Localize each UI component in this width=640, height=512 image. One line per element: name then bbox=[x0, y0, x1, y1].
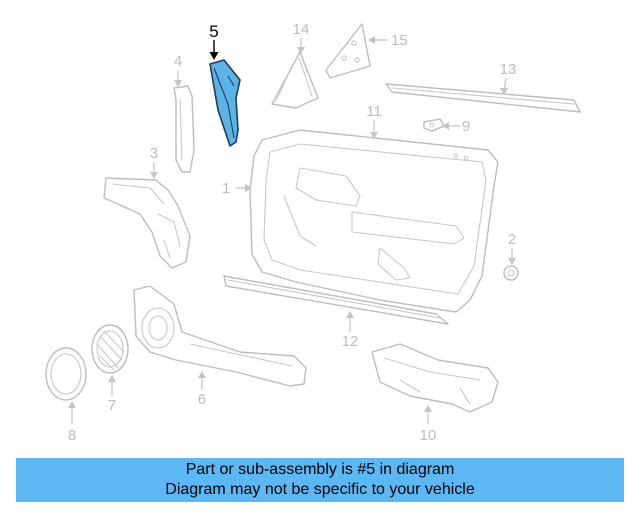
callout-6: 6 bbox=[198, 391, 206, 408]
part-4-handle-trim bbox=[173, 85, 195, 173]
part-10-lower-bracket bbox=[371, 343, 499, 413]
part-12-seal-strip bbox=[223, 275, 449, 325]
part-9-clip bbox=[423, 118, 445, 132]
banner-part-line: Part or sub-assembly is #5 in diagram bbox=[185, 461, 455, 478]
part-15-bracket bbox=[325, 23, 371, 79]
callout-4: 4 bbox=[174, 53, 182, 70]
callout-15: 15 bbox=[391, 32, 408, 49]
leader-lines bbox=[68, 36, 516, 424]
part-14-mirror-cover bbox=[271, 51, 319, 109]
callout-9: 9 bbox=[462, 118, 470, 135]
banner-disclaimer-line: Diagram may not be specific to your vehi… bbox=[165, 481, 475, 498]
part-8-speaker-ring bbox=[45, 347, 87, 401]
callout-14: 14 bbox=[293, 21, 310, 38]
callout-10: 10 bbox=[420, 427, 437, 444]
callout-1: 1 bbox=[222, 180, 230, 197]
part-7-speaker-grille bbox=[91, 324, 129, 374]
callout-8: 8 bbox=[68, 427, 76, 444]
callout-5-highlighted: 5 bbox=[209, 22, 218, 41]
callout-2: 2 bbox=[508, 231, 516, 248]
door-panel-exploded-diagram: 14 15 13 11 9 4 5 3 1 2 12 6 7 8 10 bbox=[45, 21, 581, 444]
callout-11: 11 bbox=[366, 103, 382, 120]
part-2-push-clip bbox=[503, 265, 519, 281]
callout-3: 3 bbox=[150, 145, 158, 162]
callout-labels: 14 15 13 11 9 4 5 3 1 2 12 6 7 8 10 bbox=[68, 21, 517, 444]
part-6-armrest-speaker-housing bbox=[133, 285, 307, 387]
info-banner: Part or sub-assembly is #5 in diagram Di… bbox=[16, 458, 624, 502]
part-11-door-panel bbox=[249, 129, 499, 313]
part-3-handle-bracket bbox=[103, 177, 191, 269]
callout-13: 13 bbox=[500, 61, 517, 78]
part-5-handle-cover-highlighted bbox=[209, 59, 241, 147]
callout-12: 12 bbox=[342, 333, 359, 350]
part-13-window-strip bbox=[385, 83, 581, 113]
callout-7: 7 bbox=[108, 397, 116, 414]
